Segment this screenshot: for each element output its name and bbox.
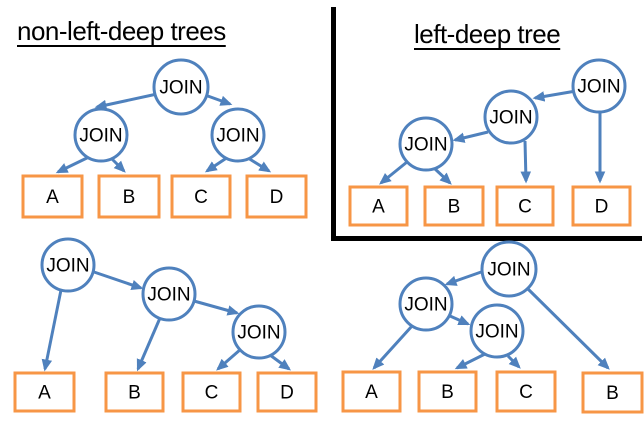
edge-arrow — [372, 324, 414, 370]
join-node-label: JOIN — [237, 323, 280, 344]
relation-box-d — [571, 185, 632, 227]
relation-box-label: A — [372, 197, 385, 218]
edge-arrow — [136, 317, 162, 372]
edge-arrow — [247, 156, 272, 173]
edge-arrow — [204, 93, 233, 106]
join-node-label: JOIN — [404, 135, 447, 156]
relation-box-d — [256, 371, 318, 413]
edge-arrow — [379, 160, 408, 185]
relation-box-label: C — [518, 197, 532, 218]
relation-box-a — [21, 174, 84, 219]
join-node-circle — [480, 240, 538, 298]
edge-arrow — [432, 166, 452, 185]
edge-arrow — [41, 289, 63, 372]
edge-arrow — [204, 155, 229, 173]
edge-arrow — [449, 314, 471, 326]
join-node-circle — [210, 107, 266, 163]
relation-box-b — [417, 370, 478, 413]
join-node-circle — [571, 58, 627, 114]
relation-box-c — [495, 185, 555, 227]
join-node-circle — [152, 58, 210, 116]
edge-arrow — [216, 347, 242, 371]
relation-box-a — [348, 185, 409, 227]
relation-box-label: C — [194, 187, 208, 208]
divider-vertical-line — [331, 7, 336, 241]
join-node-circle — [398, 276, 454, 332]
relation-box-b — [423, 185, 485, 227]
relation-box-b — [97, 174, 161, 219]
relation-box-label: B — [606, 383, 619, 404]
join-node-label: JOIN — [475, 322, 518, 343]
relation-box-label: B — [441, 382, 454, 403]
tree-non-left-deep-right-cascade: JOIN JOIN JOIN A B C D — [13, 237, 318, 413]
edge-arrow — [269, 353, 292, 371]
join-node-label: JOIN — [577, 77, 620, 98]
join-node-label: JOIN — [147, 285, 190, 306]
relation-box-b — [581, 371, 644, 414]
relation-box-b — [104, 371, 165, 413]
tree-non-left-deep-bushy: JOIN JOIN JOIN A B C B — [341, 240, 644, 414]
edge-arrow — [94, 92, 158, 111]
join-node-circle — [73, 107, 129, 163]
relation-box-label: C — [205, 383, 219, 404]
relation-box-a — [13, 371, 76, 413]
join-node-label: JOIN — [46, 256, 89, 277]
join-node-label: JOIN — [404, 295, 447, 316]
divider-horizontal-line — [331, 236, 642, 241]
join-node-label: JOIN — [159, 78, 202, 99]
join-node-label: JOIN — [487, 260, 530, 281]
join-node-circle — [469, 303, 525, 359]
relation-box-label: D — [280, 383, 294, 404]
edge-arrow — [454, 352, 486, 370]
relation-box-c — [170, 174, 232, 219]
relation-box-label: B — [123, 187, 136, 208]
relation-box-a — [341, 370, 402, 413]
edge-arrow — [193, 299, 240, 316]
relation-box-label: D — [595, 197, 609, 218]
join-node-circle — [231, 304, 287, 360]
edge-arrow — [520, 140, 532, 184]
relation-box-label: B — [128, 383, 141, 404]
join-node-label: JOIN — [489, 108, 532, 129]
relation-box-label: B — [448, 197, 461, 218]
relation-box-c — [495, 370, 557, 413]
relation-box-label: A — [38, 383, 51, 404]
edge-arrow — [55, 154, 92, 174]
edge-arrow — [452, 130, 489, 143]
edge-arrow — [532, 89, 577, 102]
relation-box-d — [245, 174, 308, 219]
edge-arrow — [109, 156, 126, 173]
join-node-circle — [483, 89, 539, 145]
join-node-label: JOIN — [79, 126, 122, 147]
relation-box-label: C — [519, 382, 533, 403]
tree-left-deep: JOIN JOIN JOIN A B C D — [348, 58, 632, 227]
join-node-circle — [40, 237, 96, 293]
tree-non-left-deep-balanced: JOIN JOIN JOIN A B C D — [21, 58, 308, 219]
relation-box-c — [181, 371, 242, 413]
join-node-circle — [141, 266, 197, 322]
relation-box-label: A — [365, 382, 378, 403]
relation-box-label: A — [46, 187, 59, 208]
join-node-circle — [398, 116, 454, 172]
non-left-deep-trees-title: non-left-deep trees — [17, 16, 226, 46]
edge-arrow — [506, 354, 521, 369]
edge-arrow — [444, 269, 485, 286]
relation-box-label: D — [270, 187, 284, 208]
left-deep-tree-title: left-deep tree — [414, 19, 561, 49]
edge-arrow — [93, 270, 144, 290]
edge-arrow — [525, 286, 610, 370]
join-node-label: JOIN — [216, 126, 259, 147]
